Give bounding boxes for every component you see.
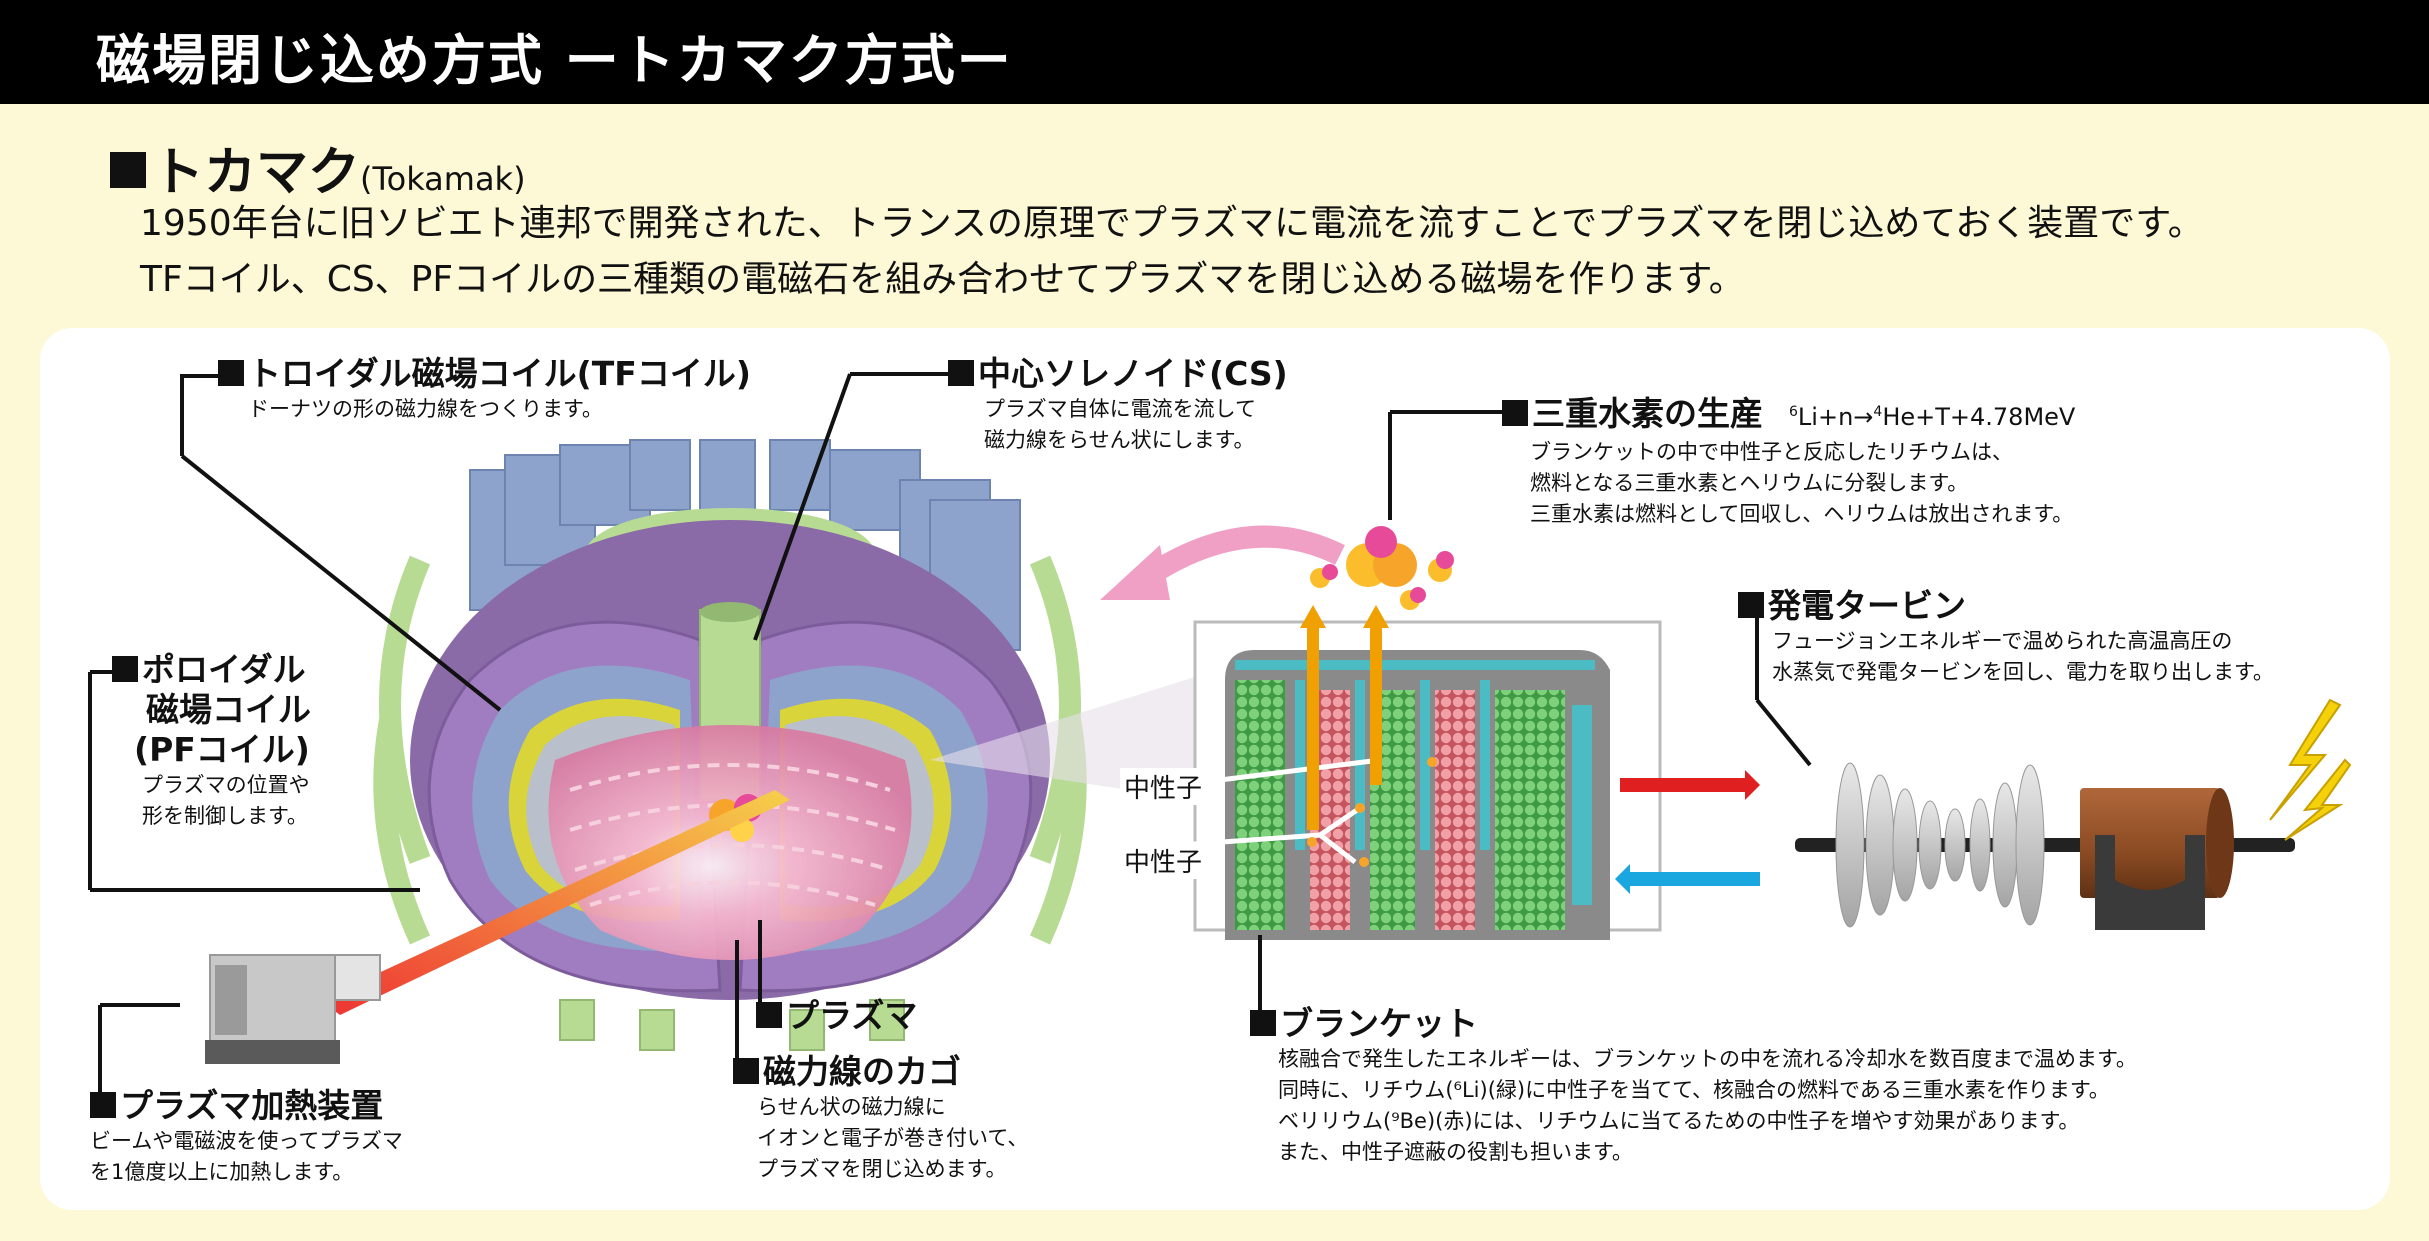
- square-bullet-icon: [112, 656, 138, 682]
- blanket-title: ブランケット: [1280, 1004, 1478, 1043]
- square-bullet-icon: [1250, 1010, 1276, 1036]
- pf-coil-desc-line: プラズマの位置や: [142, 773, 310, 797]
- tritium-desc-line: 三重水素は燃料として回収し、ヘリウムは放出されます。: [1530, 502, 2074, 526]
- blanket-desc-line: 核融合で発生したエネルギーは、ブランケットの中を流れる冷却水を数百度まで温めます…: [1278, 1047, 2137, 1071]
- cs-desc-line: 磁力線をらせん状にします。: [984, 428, 1255, 452]
- plasma-region: [548, 725, 912, 960]
- tf-coil-desc: ドーナツの形の磁力線をつくります。: [248, 397, 603, 421]
- square-bullet-icon: [756, 1002, 782, 1028]
- square-bullet-icon: [90, 1092, 116, 1118]
- cage-desc-line: イオンと電子が巻き付いて、: [757, 1126, 1029, 1150]
- turbine-illustration: [1795, 698, 2352, 930]
- blanket-desc-line: また、中性子遮蔽の役割も担います。: [1278, 1140, 1633, 1164]
- pf-coil-title: ポロイダル: [142, 650, 306, 689]
- label-cs: 中心ソレノイド(CS) プラズマ自体に電流を流して 磁力線をらせん状にします。: [948, 354, 1288, 456]
- heating-title: プラズマ加熱装置: [120, 1086, 384, 1125]
- blanket-desc: 核融合で発生したエネルギーは、ブランケットの中を流れる冷却水を数百度まで温めます…: [1250, 1044, 2137, 1168]
- leader-line: [180, 374, 184, 456]
- section-title-en: (Tokamak): [360, 160, 526, 198]
- cage-desc: らせん状の磁力線に イオンと電子が巻き付いて、 プラズマを閉じ込めます。: [733, 1092, 1028, 1185]
- blanket-illustration: [1179, 526, 1662, 940]
- tritium-desc: ブランケットの中で中性子と反応したリチウムは、 燃料となる三重水素とヘリウムに分…: [1502, 437, 2075, 530]
- square-bullet-icon: [218, 360, 244, 386]
- square-bullet-icon: [1502, 400, 1528, 426]
- pf-coil-desc: プラズマの位置や 形を制御します。: [112, 770, 311, 832]
- tritium-equation: 6Li+n→4He+T+4.78MeV: [1789, 403, 2076, 431]
- pf-coil-title-line: 磁場コイル: [146, 690, 311, 729]
- hot-water-arrow: [1620, 778, 1750, 792]
- tritium-title: 三重水素の生産: [1532, 394, 1763, 433]
- label-tritium: 三重水素の生産 6Li+n→4He+T+4.78MeV ブランケットの中で中性子と…: [1502, 392, 2075, 530]
- label-tf-coil: トロイダル磁場コイル(TFコイル) ドーナツの形の磁力線をつくります。: [218, 354, 751, 425]
- plasma-title: プラズマ: [786, 996, 918, 1035]
- intro-line: 1950年台に旧ソビエト連邦で開発された、トランスの原理でプラズマに電流を流すこ…: [140, 203, 2204, 244]
- section-title: トカマク(Tokamak): [110, 130, 526, 205]
- cs-title: 中心ソレノイド(CS): [978, 354, 1288, 393]
- label-cage: 磁力線のカゴ らせん状の磁力線に イオンと電子が巻き付いて、 プラズマを閉じ込め…: [733, 1052, 1028, 1185]
- cage-desc-line: らせん状の磁力線に: [757, 1095, 946, 1119]
- square-bullet-icon: [948, 360, 974, 386]
- intro-line: TFコイル、CS、PFコイルの三種類の電磁石を組み合わせてプラズマを閉じ込める磁…: [140, 259, 1745, 300]
- square-bullet-icon: [1738, 592, 1764, 618]
- label-heating: プラズマ加熱装置 ビームや電磁波を使ってプラズマ を1億度以上に加熱します。: [90, 1086, 403, 1188]
- cs-desc-line: プラズマ自体に電流を流して: [984, 397, 1256, 421]
- neutron-label-1: 中性子: [1120, 768, 1207, 805]
- tf-coil-tops: [469, 439, 1021, 651]
- heating-desc-line: ビームや電磁波を使ってプラズマ: [90, 1129, 403, 1153]
- label-blanket: ブランケット 核融合で発生したエネルギーは、ブランケットの中を流れる冷却水を数百…: [1250, 1004, 2137, 1168]
- tritium-desc-line: ブランケットの中で中性子と反応したリチウムは、: [1530, 440, 2013, 464]
- neutron-label-2: 中性子: [1120, 842, 1207, 879]
- label-pf-coil: ポロイダル 磁場コイル (PFコイル) プラズマの位置や 形を制御します。: [112, 650, 311, 832]
- cage-desc-line: プラズマを閉じ込めます。: [757, 1157, 1007, 1181]
- tritium-desc-line: 燃料となる三重水素とヘリウムに分裂します。: [1530, 471, 1969, 495]
- turbine-title: 発電タービン: [1768, 586, 1966, 625]
- heating-desc: ビームや電磁波を使ってプラズマ を1億度以上に加熱します。: [90, 1126, 403, 1188]
- page-title: 磁場閉じ込め方式 ートカマク方式ー: [96, 29, 1013, 92]
- cage-title: 磁力線のカゴ: [763, 1052, 961, 1091]
- tf-coil-title: トロイダル磁場コイル(TFコイル): [248, 354, 751, 393]
- label-turbine: 発電タービン フュージョンエネルギーで温められた高温高圧の 水蒸気で発電タービン…: [1738, 586, 2274, 688]
- pf-coil-desc-line: 形を制御します。: [142, 804, 308, 828]
- square-bullet-icon: [110, 152, 146, 188]
- cold-water-arrow: [1625, 872, 1760, 886]
- heating-desc-line: を1億度以上に加熱します。: [90, 1160, 354, 1184]
- label-plasma: プラズマ: [756, 996, 917, 1036]
- blanket-desc-line: 同時に、リチウム(⁶Li)(緑)に中性子を当てて、核融合の燃料である三重水素を作…: [1278, 1078, 2110, 1102]
- intro-text: 1950年台に旧ソビエト連邦で開発された、トランスの原理でプラズマに電流を流すこ…: [140, 196, 2204, 308]
- square-bullet-icon: [733, 1058, 759, 1084]
- tokamak-illustration: [373, 439, 1087, 1051]
- header-bar: 磁場閉じ込め方式 ートカマク方式ー: [0, 0, 2429, 104]
- blanket-desc-line: ベリリウム(⁹Be)(赤)には、リチウムに当てるための中性子を増やす効果がありま…: [1278, 1109, 2080, 1133]
- tritium-return-arrow: [1144, 525, 1345, 585]
- cs-desc: プラズマ自体に電流を流して 磁力線をらせん状にします。: [948, 394, 1288, 456]
- turbine-desc-line: 水蒸気で発電タービンを回し、電力を取り出します。: [1772, 660, 2274, 684]
- heating-device: [205, 790, 790, 1064]
- pf-coil-title-line: (PFコイル): [134, 730, 310, 769]
- leader-line: [180, 374, 220, 378]
- turbine-desc-line: フュージョンエネルギーで温められた高温高圧の: [1772, 629, 2233, 653]
- turbine-desc: フュージョンエネルギーで温められた高温高圧の 水蒸気で発電タービンを回し、電力を…: [1738, 626, 2274, 688]
- section-title-text: トカマク: [152, 143, 361, 203]
